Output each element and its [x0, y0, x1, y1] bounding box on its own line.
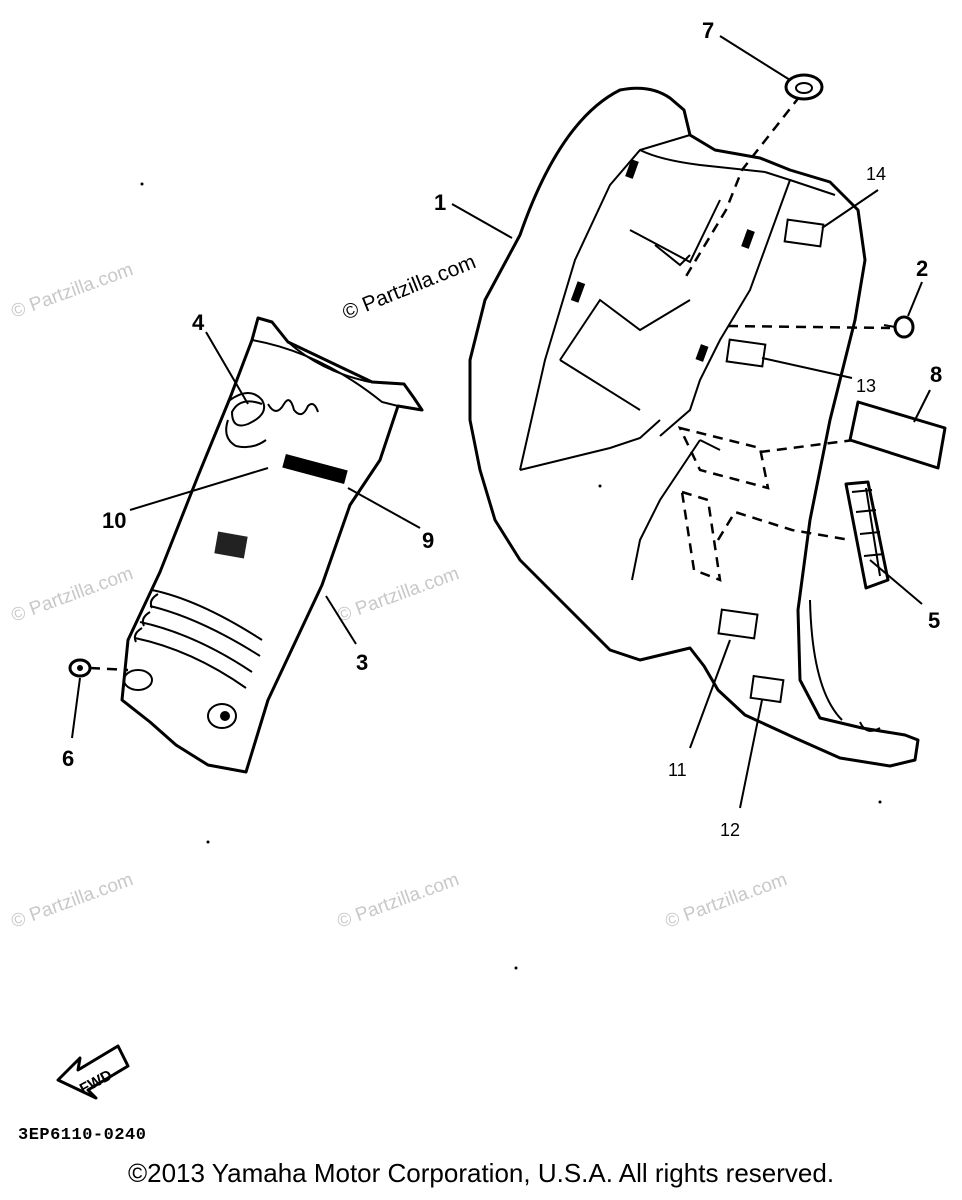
callout-labels: 7 1 14 2 13 8 5 11 12 4 10 9 3 6 — [62, 18, 942, 840]
callout-12: 12 — [720, 820, 740, 840]
forward-arrow-icon: FWD — [56, 1044, 130, 1100]
watermark: © Partzilla.com — [9, 563, 136, 627]
watermark: © Partzilla.com — [335, 563, 462, 627]
screw-part-6 — [68, 658, 129, 678]
leg-shield-part-1 — [468, 86, 920, 768]
watermark: © Partzilla.com — [663, 869, 790, 933]
callout-6: 6 — [62, 746, 74, 771]
callout-13: 13 — [856, 376, 876, 396]
watermark: © Partzilla.com — [9, 259, 136, 323]
callout-4: 4 — [192, 310, 205, 335]
callout-2: 2 — [916, 256, 928, 281]
callout-7: 7 — [702, 18, 714, 43]
watermark-main: © Partzilla.com — [339, 250, 479, 324]
specks — [140, 182, 882, 970]
callout-3: 3 — [356, 650, 368, 675]
grommet-part-7 — [784, 73, 824, 101]
callout-5: 5 — [928, 608, 940, 633]
callout-1: 1 — [434, 190, 446, 215]
diagram-code: 3EP6110-0240 — [18, 1126, 147, 1145]
watermark: © Partzilla.com — [335, 869, 462, 933]
stripe-part-8 — [848, 400, 947, 470]
watermark: © Partzilla.com — [9, 869, 136, 933]
front-panel-part-3 — [120, 316, 424, 774]
bracket-part-5 — [844, 480, 890, 590]
leader-lines — [71, 35, 931, 809]
callout-14: 14 — [866, 164, 886, 184]
callout-10: 10 — [102, 508, 126, 533]
copyright-notice: ©2013 Yamaha Motor Corporation, U.S.A. A… — [127, 1158, 835, 1188]
callout-11: 11 — [668, 760, 687, 780]
callout-9: 9 — [422, 528, 434, 553]
screw-part-2 — [883, 315, 915, 339]
callout-8: 8 — [930, 362, 942, 387]
